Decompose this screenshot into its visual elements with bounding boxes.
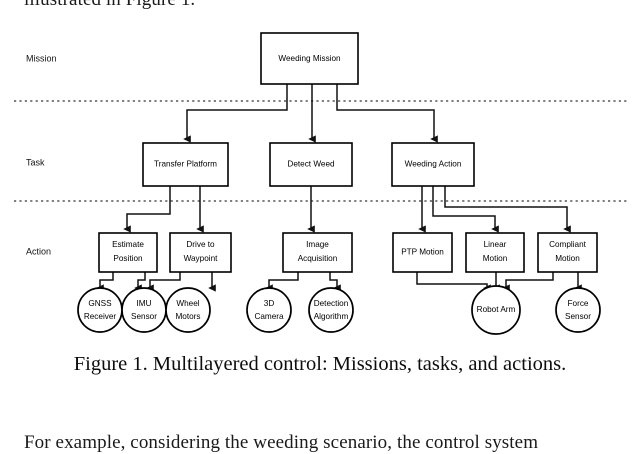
multilayered-control-diagram: Mission Task Action Weeding Mission: [14, 32, 628, 335]
edge-estimate-position-to-gnss-receiver: [96, 272, 114, 292]
node-detection-algorithm-label-2: Algorithm: [314, 312, 349, 321]
node-transfer-platform[interactable]: Transfer Platform: [142, 142, 229, 187]
node-3d-camera[interactable]: 3D Camera: [246, 287, 292, 333]
edge-weeding-action-to-compliant-motion: [444, 186, 571, 233]
node-robot-arm[interactable]: Robot Arm: [471, 285, 521, 335]
node-detect-weed-box[interactable]: [269, 142, 353, 187]
edge-estimate-position-to-imu-sensor: [134, 272, 146, 292]
node-force-sensor-label-2: Sensor: [565, 312, 591, 321]
node-linear-motion-label-1: Linear: [484, 240, 507, 249]
edge-weeding-mission-to-transfer-platform: [183, 84, 288, 143]
edge-image-acquisition-to-detection-algorithm: [329, 272, 341, 292]
node-ptp-motion-label-1: PTP Motion: [401, 248, 444, 257]
node-gnss-receiver-label-2: Receiver: [84, 312, 117, 321]
node-linear-motion-box[interactable]: [465, 232, 525, 273]
layer-label-mission: Mission: [26, 53, 57, 63]
node-3d-camera-circle[interactable]: [246, 287, 292, 333]
layer-label-action: Action: [26, 246, 51, 256]
node-robot-arm-label-1: Robot Arm: [477, 305, 516, 314]
node-compliant-motion-label-1: Compliant: [549, 240, 587, 249]
node-compliant-motion[interactable]: Compliant Motion: [537, 232, 598, 273]
node-imu-sensor[interactable]: IMU Sensor: [121, 287, 167, 333]
node-wheel-motors-label-2: Motors: [175, 312, 200, 321]
cropped-text-below-caption: For example, considering the weeding sce…: [24, 432, 539, 453]
node-ptp-motion[interactable]: PTP Motion: [392, 232, 453, 273]
edge-image-acquisition-to-3d-camera: [265, 272, 299, 292]
node-detect-weed-label: Detect Weed: [287, 160, 335, 169]
node-drive-to-waypoint-label-1: Drive to: [186, 240, 215, 249]
node-weeding-action[interactable]: Weeding Action: [391, 142, 475, 187]
node-image-acquisition[interactable]: Image Acquisition: [282, 232, 353, 273]
edge-weeding-action-to-linear-motion: [432, 186, 499, 233]
node-force-sensor[interactable]: Force Sensor: [555, 287, 601, 333]
node-estimate-position-box[interactable]: [98, 232, 158, 273]
node-imu-sensor-label-2: Sensor: [131, 312, 157, 321]
node-detection-algorithm[interactable]: Detection Algorithm: [308, 287, 354, 333]
node-weeding-mission-box[interactable]: [260, 32, 359, 85]
node-drive-to-waypoint[interactable]: Drive to Waypoint: [169, 232, 232, 273]
node-weeding-mission[interactable]: Weeding Mission: [260, 32, 359, 85]
node-transfer-platform-box[interactable]: [142, 142, 229, 187]
node-estimate-position-label-1: Estimate: [112, 240, 144, 249]
node-gnss-receiver-label-1: GNSS: [88, 299, 112, 308]
cropped-text-above-figure: illustrated in Figure 1.: [0, 0, 640, 11]
node-weeding-action-box[interactable]: [391, 142, 475, 187]
node-drive-to-waypoint-label-2: Waypoint: [184, 254, 219, 263]
edge-compliant-motion-to-robot-arm: [502, 272, 554, 292]
edge-ptp-motion-to-robot-arm: [416, 272, 491, 292]
edge-weeding-mission-to-weeding-action: [336, 84, 438, 143]
node-wheel-motors-label-1: Wheel: [176, 299, 199, 308]
layer-label-task: Task: [26, 157, 45, 167]
node-wheel-motors-circle[interactable]: [165, 287, 211, 333]
node-image-acquisition-label-1: Image: [306, 240, 329, 249]
node-ptp-motion-box[interactable]: [392, 232, 453, 273]
node-linear-motion-label-2: Motion: [483, 254, 508, 263]
node-force-sensor-circle[interactable]: [555, 287, 601, 333]
node-compliant-motion-label-2: Motion: [555, 254, 580, 263]
node-imu-sensor-label-1: IMU: [136, 299, 151, 308]
node-image-acquisition-box[interactable]: [282, 232, 353, 273]
node-gnss-receiver[interactable]: GNSS Receiver: [77, 287, 123, 333]
node-wheel-motors[interactable]: Wheel Motors: [165, 287, 211, 333]
node-gnss-receiver-circle[interactable]: [77, 287, 123, 333]
node-3d-camera-label-1: 3D: [264, 299, 275, 308]
node-3d-camera-label-2: Camera: [254, 312, 284, 321]
node-linear-motion[interactable]: Linear Motion: [465, 232, 525, 273]
node-robot-arm-circle[interactable]: [471, 285, 521, 335]
edge-drive-to-waypoint-to-imu-sensor: [146, 272, 181, 292]
node-imu-sensor-circle[interactable]: [121, 287, 167, 333]
node-transfer-platform-label: Transfer Platform: [154, 160, 217, 169]
node-weeding-mission-label: Weeding Mission: [278, 54, 341, 63]
node-detect-weed[interactable]: Detect Weed: [269, 142, 353, 187]
node-drive-to-waypoint-box[interactable]: [169, 232, 232, 273]
edge-transfer-platform-to-estimate-position: [123, 186, 171, 233]
node-estimate-position[interactable]: Estimate Position: [98, 232, 158, 273]
node-force-sensor-label-1: Force: [568, 299, 589, 308]
node-weeding-action-label: Weeding Action: [405, 160, 462, 169]
figure-caption: Figure 1. Multilayered control: Missions…: [73, 353, 567, 375]
node-image-acquisition-label-2: Acquisition: [298, 254, 338, 263]
node-detection-algorithm-circle[interactable]: [308, 287, 354, 333]
node-detection-algorithm-label-1: Detection: [314, 299, 349, 308]
node-compliant-motion-box[interactable]: [537, 232, 598, 273]
node-estimate-position-label-2: Position: [113, 254, 143, 263]
